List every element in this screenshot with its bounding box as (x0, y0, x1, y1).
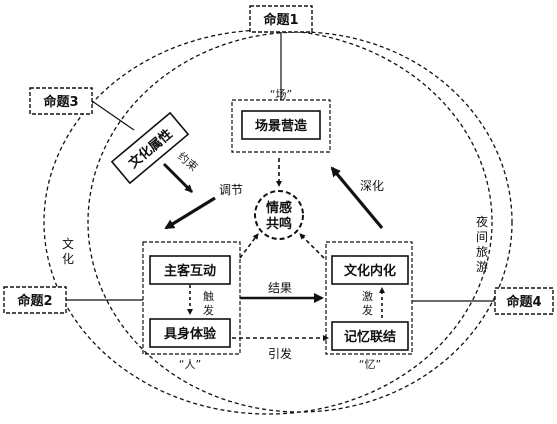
culture-ring-label-char2: 化 (62, 252, 74, 266)
culture-attribute-node: 文化属性 (110, 111, 190, 185)
proposition-4-label: 命题4 (505, 294, 541, 310)
people-to-emotion-arrow (239, 233, 259, 259)
induce-arrow-label: 引发 (268, 346, 292, 361)
host-guest-node-box (149, 255, 231, 285)
proposition-4-box (494, 287, 554, 315)
excite-label-char1: 激 (362, 289, 373, 303)
deepen-arrow-label: 深化 (360, 179, 384, 193)
memory-link-node-label: 记忆联结 (344, 329, 396, 345)
embodied-node-box (149, 318, 231, 348)
scene-node-label: 场景营造 (255, 118, 308, 134)
proposition-3-box (29, 87, 93, 115)
memory-group-label: “忆” (359, 358, 381, 371)
trigger-label-char1: 触 (203, 289, 214, 303)
result-arrow-label: 结果 (268, 281, 292, 295)
emotion-resonance-line2: 共鸣 (266, 216, 292, 232)
night-tourism-label-char: 间 (476, 230, 488, 244)
cultural-internalization-node-label: 文化内化 (344, 263, 396, 279)
constrain-arrow (162, 162, 194, 194)
night-tourism-label-char: 游 (476, 260, 488, 274)
constrain-arrow-label: 约束 (175, 150, 200, 174)
host-guest-node-label: 主客互动 (164, 263, 216, 279)
cultural-internalization-node-box (331, 255, 409, 285)
trigger-label-char2: 发 (203, 303, 214, 317)
memory-to-emotion-arrow (299, 233, 325, 259)
emotion-resonance-node (254, 190, 304, 240)
scene-group-frame (231, 99, 331, 153)
scene-node-box (241, 110, 321, 140)
proposition-1-box (249, 5, 313, 33)
proposition-2-label: 命题2 (16, 293, 52, 309)
night-tourism-label-char: 夜 (476, 214, 488, 229)
memory-link-node-box (331, 321, 409, 351)
night-tourism-label-char: 旅 (476, 245, 488, 259)
embodied-node-label: 具身体验 (164, 326, 217, 342)
proposition-3-connector (91, 100, 135, 131)
regulate-arrow (164, 196, 216, 230)
emotion-resonance-line1: 情感 (266, 200, 292, 216)
people-group-label: “人” (179, 358, 201, 371)
excite-label-char2: 发 (362, 303, 373, 317)
scene-group-label: “场” (270, 87, 292, 101)
proposition-1-label: 命题1 (262, 12, 298, 28)
culture-ring-label-char1: 文 (62, 236, 74, 251)
regulate-arrow-label: 调节 (219, 183, 243, 197)
deepen-arrow (330, 166, 384, 230)
proposition-3-label: 命题3 (42, 94, 78, 110)
memory-group-frame (325, 241, 413, 355)
